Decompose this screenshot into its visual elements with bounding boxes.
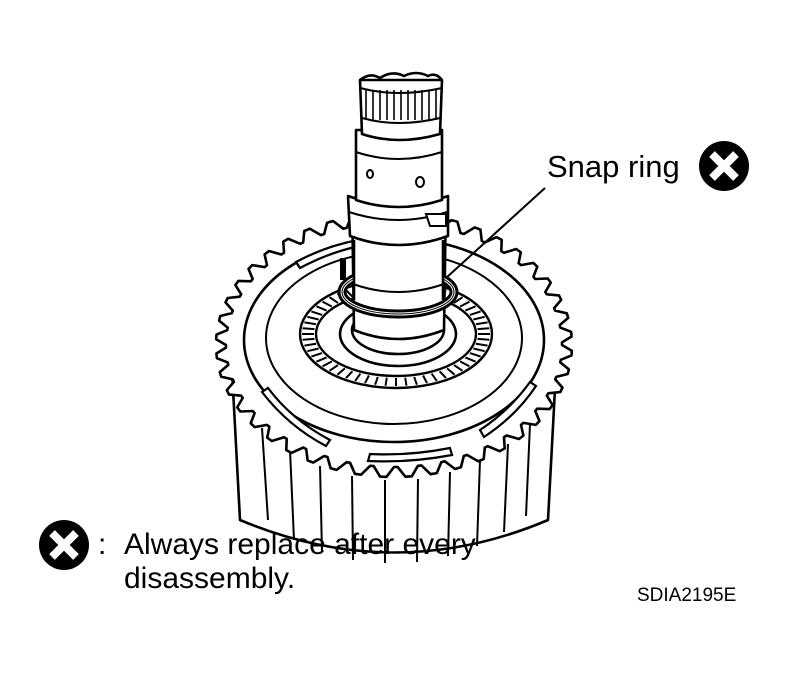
legend-line-1: Always replace after every [124, 528, 476, 561]
shaft-middle [354, 128, 444, 209]
snap-ring-label: Snap ring [547, 149, 680, 184]
x-in-circle-icon [39, 520, 89, 570]
drum-body-splines [261, 423, 531, 563]
legend-separator: : [98, 528, 106, 561]
drum-slots [260, 238, 538, 463]
x-in-circle-icon [699, 141, 749, 191]
legend-line-2: disassembly. [124, 562, 295, 595]
figure-code: SDIA2195E [637, 585, 736, 606]
callout-leader-line [445, 187, 546, 279]
input-shaft [337, 71, 459, 341]
shaft-splines [365, 90, 437, 120]
